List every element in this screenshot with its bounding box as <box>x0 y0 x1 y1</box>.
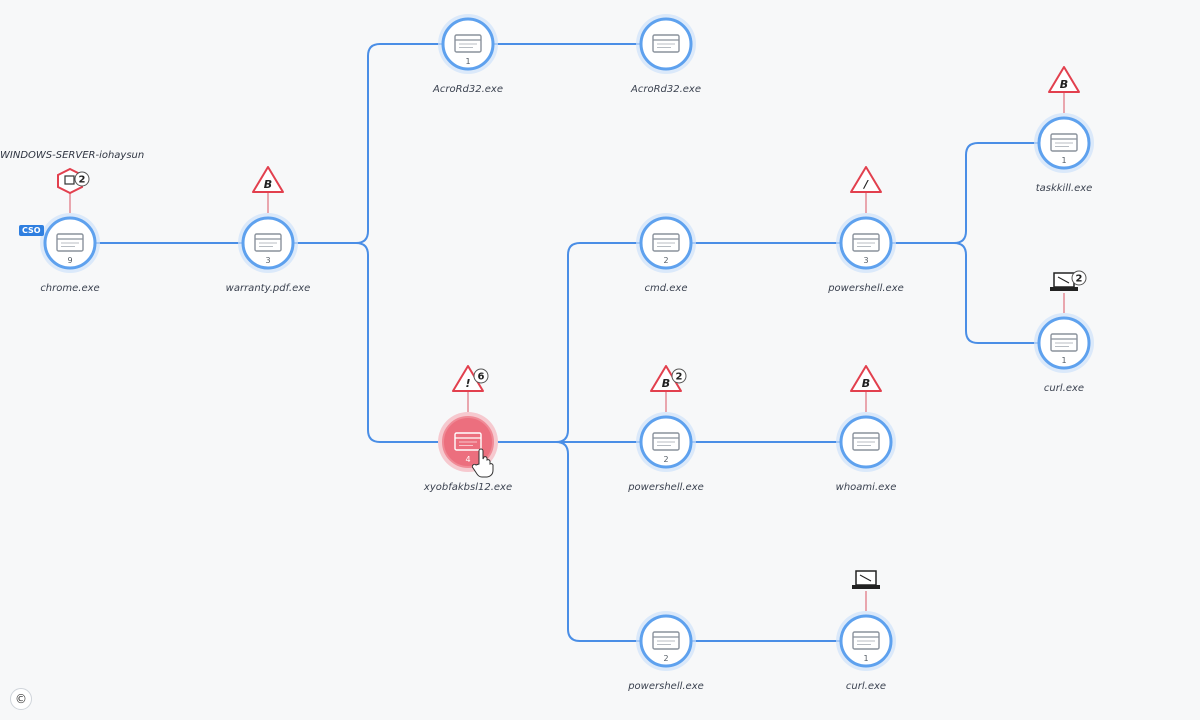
process-node-xyo[interactable]: 4 <box>438 412 498 478</box>
window-icon <box>454 432 482 451</box>
alert-triangle-icon <box>850 166 882 193</box>
alert-glyph: ! <box>465 377 470 390</box>
node-label-whoami: whoami.exe <box>835 482 897 493</box>
node-label-ps3: powershell.exe <box>628 681 704 692</box>
count-badge-text: 6 <box>478 372 485 383</box>
count-badge <box>1071 270 1087 286</box>
process-node-acro1[interactable]: 1 <box>438 14 498 74</box>
node-count: 2 <box>663 455 668 464</box>
alert-marker-whoami[interactable]: B <box>850 365 882 412</box>
window-icon <box>652 631 680 650</box>
edge-xyo-ps3 <box>468 441 666 642</box>
window-icon <box>254 233 282 252</box>
network-marker-curl1[interactable]: 2 <box>1050 270 1087 313</box>
window-icon <box>852 631 880 650</box>
node-count: 1 <box>1061 356 1066 365</box>
node-label-xyo: xyobfakbsl12.exe <box>423 482 513 493</box>
node-count: 1 <box>1061 156 1066 165</box>
count-badge <box>74 171 90 187</box>
edges-layer <box>70 43 1064 642</box>
cso-badge: CSO <box>19 225 44 236</box>
alert-glyph: B <box>662 377 670 390</box>
network-marker-curl2[interactable] <box>852 570 880 611</box>
count-badge <box>473 368 489 384</box>
alert-glyph: B <box>264 178 272 191</box>
alert-triangle-icon <box>252 166 284 193</box>
edge-warranty-acro1 <box>268 43 468 244</box>
alert-glyph: / <box>862 178 869 191</box>
process-node-curl2[interactable]: 1 <box>836 611 896 671</box>
edge-ps1-curl1 <box>866 242 1064 344</box>
node-label-acro2: AcroRd32.exe <box>631 84 701 95</box>
alert-triangle-icon <box>850 365 882 392</box>
count-badge-text: 2 <box>676 372 683 383</box>
node-label-chrome: chrome.exe <box>40 283 100 294</box>
count-badge <box>671 368 687 384</box>
edge-warranty-xyo <box>268 242 468 443</box>
node-count: 2 <box>663 654 668 663</box>
node-count: 1 <box>863 654 868 663</box>
process-node-taskkill[interactable]: 1 <box>1034 113 1094 173</box>
process-node-whoami[interactable] <box>836 412 896 472</box>
host-glyph <box>64 175 75 185</box>
alert-marker-ps1[interactable]: / <box>850 166 882 213</box>
node-count: 1 <box>465 57 470 66</box>
node-label-ps2: powershell.exe <box>628 482 704 493</box>
process-node-acro2[interactable] <box>636 14 696 74</box>
network-base <box>852 585 880 589</box>
network-base <box>1050 287 1078 291</box>
edge-xyo-cmd <box>468 242 666 443</box>
window-icon <box>652 34 680 53</box>
node-label-curl1: curl.exe <box>1043 383 1085 394</box>
window-icon <box>852 432 880 451</box>
node-count: 3 <box>265 256 270 265</box>
count-badge-text: 2 <box>79 175 86 186</box>
window-icon <box>652 233 680 252</box>
node-label-warranty: warranty.pdf.exe <box>225 283 311 294</box>
node-count: 2 <box>663 256 668 265</box>
process-node-cmd[interactable]: 2 <box>636 213 696 273</box>
alert-marker-xyo[interactable]: !6 <box>452 365 489 412</box>
window-icon <box>454 34 482 53</box>
node-count: 9 <box>67 256 72 265</box>
hand-cursor-icon <box>471 448 494 478</box>
window-icon <box>56 233 84 252</box>
node-count: 4 <box>465 455 470 464</box>
node-label-cmd: cmd.exe <box>644 283 688 294</box>
host-name-label: WINDOWS-SERVER-iohaysun <box>0 150 145 161</box>
node-label-acro1: AcroRd32.exe <box>433 84 503 95</box>
process-node-chrome[interactable]: 9 <box>40 213 100 273</box>
process-node-warranty[interactable]: 3 <box>238 213 298 273</box>
process-node-ps1[interactable]: 3 <box>836 213 896 273</box>
window-icon <box>1050 133 1078 152</box>
window-icon <box>852 233 880 252</box>
count-badge-text: 2 <box>1076 274 1083 285</box>
nodes-layer: 9 3 1 4 2 3 1 1 2 2 1 <box>40 14 1094 671</box>
copyright-icon: © <box>10 688 32 710</box>
alert-glyph: B <box>1060 78 1068 91</box>
process-node-curl1[interactable]: 1 <box>1034 313 1094 373</box>
node-label-taskkill: taskkill.exe <box>1035 183 1093 194</box>
node-label-curl2: curl.exe <box>845 681 887 692</box>
window-icon <box>652 432 680 451</box>
window-icon <box>1050 333 1078 352</box>
host-marker-chrome[interactable]: 2 <box>57 167 90 213</box>
process-node-ps3[interactable]: 2 <box>636 611 696 671</box>
edge-ps1-taskkill <box>866 142 1064 244</box>
alert-marker-taskkill[interactable]: B <box>1048 66 1080 113</box>
node-label-ps1: powershell.exe <box>828 283 904 294</box>
alert-triangle-icon <box>1048 66 1080 93</box>
process-node-ps2[interactable]: 2 <box>636 412 696 472</box>
alert-marker-warranty[interactable]: B <box>252 166 284 213</box>
alert-glyph: B <box>862 377 870 390</box>
node-count: 3 <box>863 256 868 265</box>
